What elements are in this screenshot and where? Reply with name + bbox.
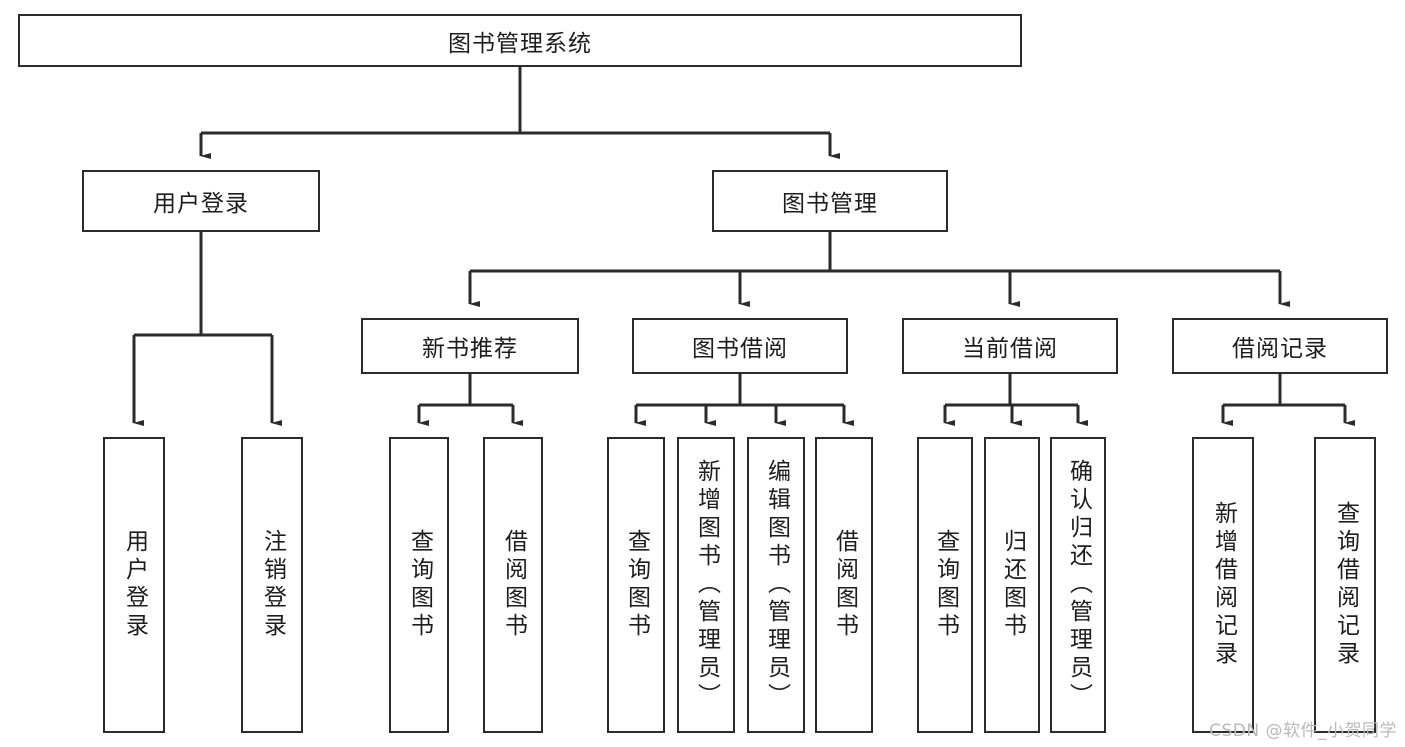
csdn-watermark: CSDN @软件_小贺同学	[1209, 721, 1397, 741]
leaf-logout-label: 注销登录	[259, 529, 286, 641]
node-book-management-label: 图书管理	[782, 191, 878, 217]
node-user-login[interactable]: 用户登录	[82, 170, 320, 232]
leaf-add-borrow-record-label: 新增借阅记录	[1210, 501, 1237, 669]
node-root[interactable]: 图书管理系统	[18, 14, 1022, 67]
leaf-lend-book-label: 借阅图书	[831, 529, 858, 641]
node-current-borrow-label: 当前借阅	[962, 336, 1058, 362]
leaf-confirm-return-admin-label: 确认归还（管理员）	[1065, 459, 1092, 711]
leaf-add-book-admin[interactable]: 新增图书（管理员）	[677, 437, 735, 733]
leaf-query-book-newbook-label: 查询图书	[406, 529, 433, 641]
node-book-management[interactable]: 图书管理	[712, 170, 948, 232]
leaf-edit-book-admin[interactable]: 编辑图书（管理员）	[747, 437, 805, 733]
leaf-borrow-book-newbook-label: 借阅图书	[500, 529, 527, 641]
leaf-confirm-return-admin[interactable]: 确认归还（管理员）	[1050, 437, 1106, 733]
leaf-query-book-current-label: 查询图书	[932, 529, 959, 641]
leaf-logout[interactable]: 注销登录	[241, 437, 303, 733]
leaf-query-borrow-record-label: 查询借阅记录	[1332, 501, 1359, 669]
leaf-query-book-current[interactable]: 查询图书	[917, 437, 973, 733]
leaf-borrow-book-newbook[interactable]: 借阅图书	[483, 437, 543, 733]
leaf-add-borrow-record[interactable]: 新增借阅记录	[1192, 437, 1254, 733]
node-new-book-recommend-label: 新书推荐	[422, 336, 518, 362]
leaf-query-book-borrow-label: 查询图书	[623, 529, 650, 641]
leaf-query-borrow-record[interactable]: 查询借阅记录	[1314, 437, 1376, 733]
leaf-lend-book[interactable]: 借阅图书	[815, 437, 873, 733]
node-book-borrow-label: 图书借阅	[692, 336, 788, 362]
node-borrow-records-label: 借阅记录	[1232, 336, 1328, 362]
leaf-user-login[interactable]: 用户登录	[103, 437, 165, 733]
leaf-query-book-borrow[interactable]: 查询图书	[607, 437, 665, 733]
leaf-add-book-admin-label: 新增图书（管理员）	[693, 459, 720, 711]
node-current-borrow[interactable]: 当前借阅	[902, 318, 1118, 374]
node-root-label: 图书管理系统	[448, 30, 592, 57]
leaf-user-login-label: 用户登录	[121, 529, 148, 641]
node-book-borrow[interactable]: 图书借阅	[632, 318, 848, 374]
node-user-login-label: 用户登录	[153, 191, 249, 217]
node-new-book-recommend[interactable]: 新书推荐	[361, 318, 579, 374]
leaf-edit-book-admin-label: 编辑图书（管理员）	[763, 459, 790, 711]
leaf-query-book-newbook[interactable]: 查询图书	[389, 437, 449, 733]
leaf-return-book-label: 归还图书	[999, 529, 1026, 641]
node-borrow-records[interactable]: 借阅记录	[1172, 318, 1388, 374]
leaf-return-book[interactable]: 归还图书	[984, 437, 1040, 733]
